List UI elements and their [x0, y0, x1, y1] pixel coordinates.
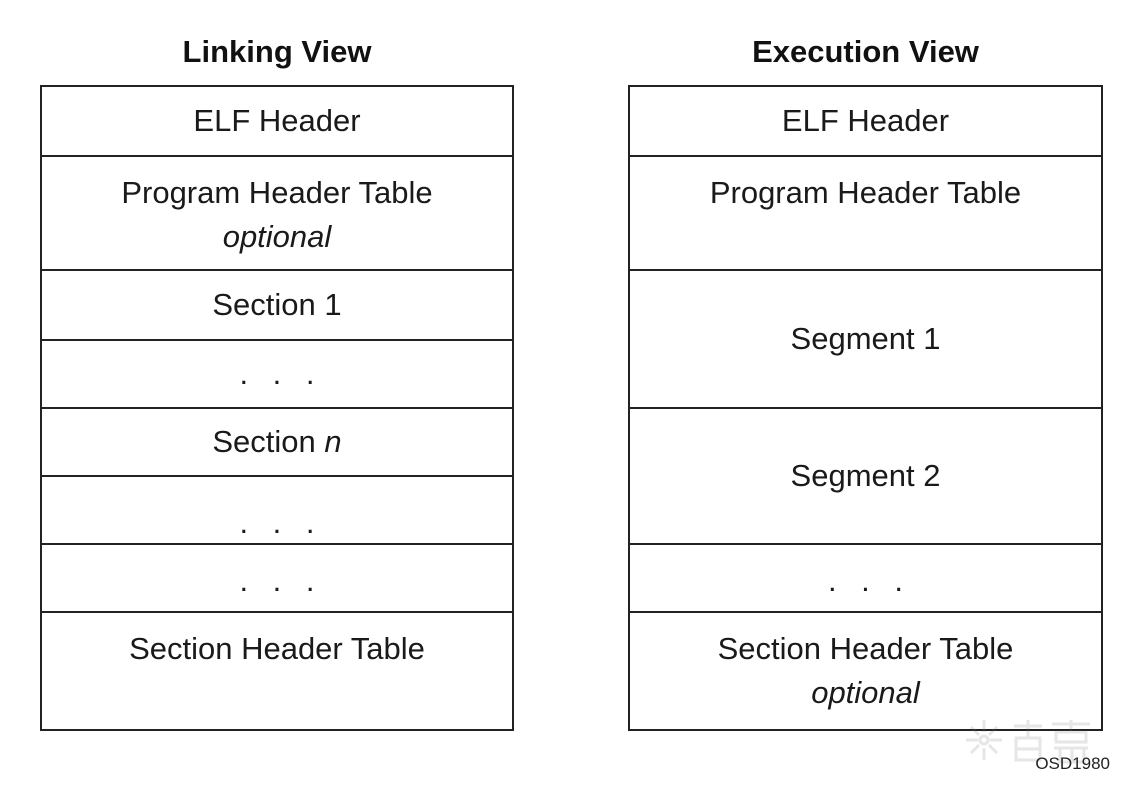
linking-ellipsis-row-1: . . .: [42, 341, 512, 409]
linking-section-1-label: Section 1: [212, 287, 342, 322]
linking-elf-header-label: ELF Header: [193, 103, 361, 138]
execution-segment-2-label: Segment 2: [790, 458, 941, 493]
watermark-logo-icon: [966, 720, 1090, 764]
linking-ellipsis-row-2: . . .: [42, 477, 512, 545]
linking-section-n-row: Section n: [42, 409, 512, 477]
linking-ellipsis-1: . . .: [239, 356, 323, 391]
execution-program-header-table-row: Program Header Table: [630, 157, 1101, 271]
linking-section-header-table-label: Section Header Table: [129, 631, 425, 666]
execution-segment-2-row: Segment 2: [630, 409, 1101, 545]
linking-section-n-label: Section n: [212, 420, 341, 464]
execution-section-header-table-label: Section Header Table: [717, 631, 1014, 666]
linking-program-header-table-row: Program Header Table optional: [42, 157, 512, 271]
execution-program-header-table-label: Program Header Table: [709, 175, 1022, 210]
execution-ellipsis: . . .: [827, 563, 912, 598]
linking-elf-header-row: ELF Header: [42, 87, 512, 157]
linking-ellipsis-3: . . .: [239, 563, 323, 598]
linking-view-panel: ELF Header Program Header Table optional…: [40, 85, 514, 731]
linking-ellipsis-2: . . .: [239, 505, 323, 540]
execution-view-title: Execution View: [752, 34, 979, 69]
execution-section-header-table-row: Section Header Table optional: [630, 613, 1101, 731]
linking-program-header-optional-label: optional: [222, 219, 332, 254]
linking-section-n-prefix: Section: [212, 424, 325, 459]
linking-section-n-variable: n: [324, 424, 342, 459]
execution-ellipsis-row: . . .: [630, 545, 1101, 613]
linking-view-title: Linking View: [182, 34, 372, 69]
linking-section-header-table-row: Section Header Table: [42, 613, 512, 731]
figure-id-label: OSD1980: [1035, 754, 1110, 773]
execution-view-panel: ELF Header Program Header Table Segment …: [628, 85, 1103, 731]
execution-section-header-optional-label: optional: [811, 675, 920, 710]
linking-ellipsis-row-3: . . .: [42, 545, 512, 613]
execution-segment-1-row: Segment 1: [630, 271, 1101, 409]
execution-elf-header-label: ELF Header: [781, 103, 950, 138]
execution-segment-1-label: Segment 1: [790, 321, 941, 356]
linking-program-header-table-label: Program Header Table: [121, 175, 433, 210]
execution-elf-header-row: ELF Header: [630, 87, 1101, 157]
linking-section-1-row: Section 1: [42, 271, 512, 341]
